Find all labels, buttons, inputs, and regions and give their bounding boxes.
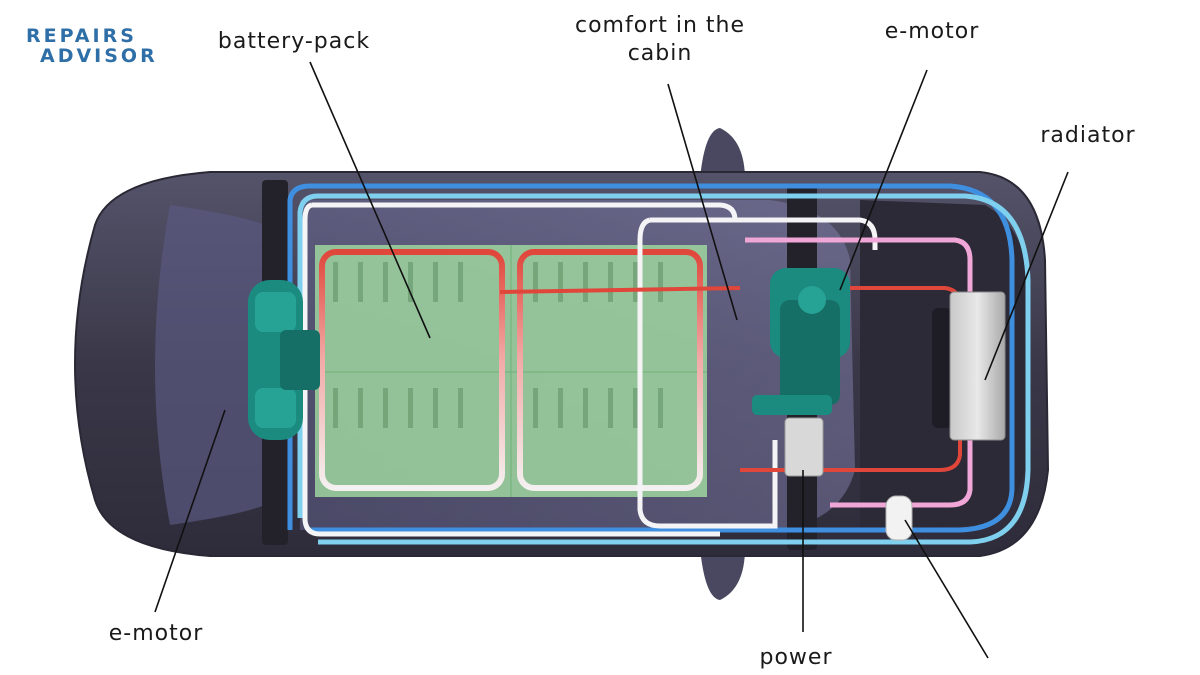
coolant-loop-cyan [297,193,1031,545]
rear-e-motor [248,280,320,440]
mirror-top [700,128,745,180]
power-electronics [784,417,824,477]
leader-lines [154,61,1069,659]
radiator [932,291,1006,441]
repairs-advisor-logo: REPAIRS ADVISOR [26,26,158,66]
mirror-bottom [700,548,745,600]
label-battery-pack: battery-pack [217,29,371,54]
coolant-loop-blue [287,183,1015,533]
reservoir-bottle [885,495,913,541]
label-e-motor-rear: e-motor [108,621,204,646]
label-e-motor-front: e-motor [884,19,980,44]
logo-line2: ADVISOR [40,45,158,67]
logo-line1: REPAIRS [26,25,137,47]
label-power: power [759,645,833,670]
rear-glass [155,205,265,525]
label-comfort-cabin: comfort in the cabin [574,13,745,66]
battery-slots [333,262,663,428]
battery-cooling-tubes [319,249,703,491]
front-e-motor [752,268,850,415]
label-radiator: radiator [1040,123,1136,148]
coolant-loop-white [302,202,738,537]
